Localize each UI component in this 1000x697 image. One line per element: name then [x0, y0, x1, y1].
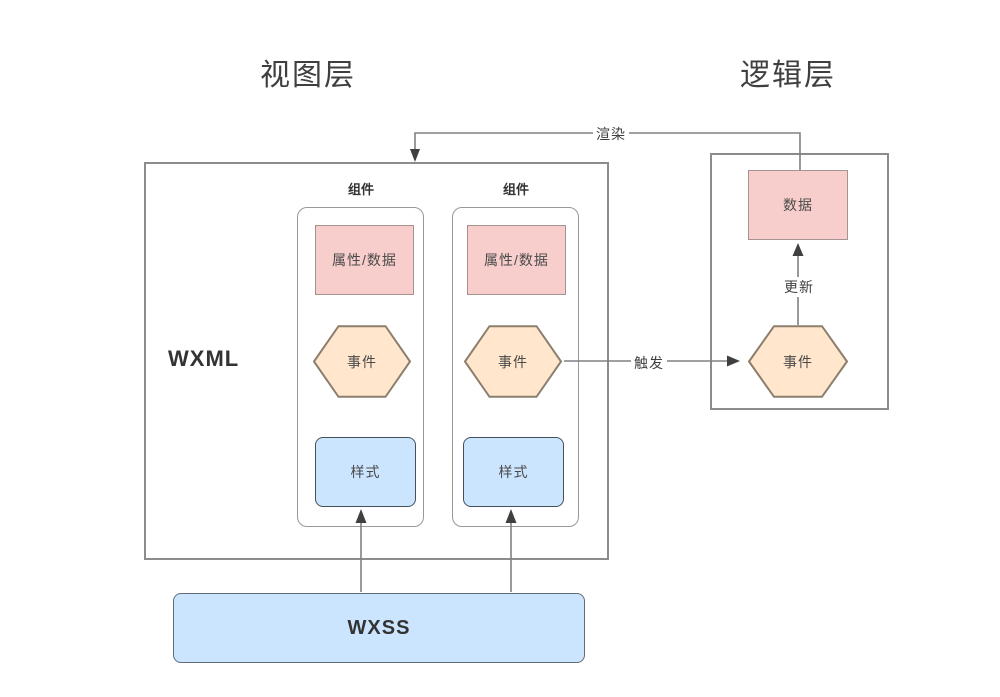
component-2-event-hexagon: 事件 [464, 325, 562, 398]
component-1-style-box: 样式 [315, 437, 416, 507]
attr-data-label: 属性/数据 [484, 252, 549, 268]
component-1-attr-data-box: 属性/数据 [315, 225, 414, 295]
wxss-label: WXSS [347, 616, 411, 639]
component-2-style-box: 样式 [463, 437, 564, 507]
event-label: 事件 [498, 353, 528, 370]
component-1-event-hexagon: 事件 [313, 325, 411, 398]
render-edge-label: 渲染 [593, 124, 629, 144]
hexagon-shape [464, 325, 562, 398]
render-arrowhead-icon [410, 149, 420, 162]
attr-data-label: 属性/数据 [332, 252, 397, 268]
hexagon-shape [748, 325, 848, 398]
component-1-header: 组件 [347, 182, 374, 197]
logic-event-hexagon: 事件 [748, 325, 848, 398]
update-edge-label: 更新 [781, 277, 817, 297]
trigger-edge-label: 触发 [631, 353, 667, 373]
wxss-box: WXSS [173, 593, 585, 663]
event-label: 事件 [783, 353, 813, 370]
view-layer-title: 视图层 [260, 59, 356, 92]
hexagon-shape [313, 325, 411, 398]
logic-data-box: 数据 [748, 170, 848, 240]
data-label: 数据 [783, 197, 813, 213]
style-label: 样式 [350, 464, 381, 480]
component-2-attr-data-box: 属性/数据 [467, 225, 566, 295]
component-2-header: 组件 [502, 182, 529, 197]
event-label: 事件 [347, 353, 377, 370]
wxml-label: WXML [168, 346, 240, 371]
style-label: 样式 [498, 464, 529, 480]
logic-layer-title: 逻辑层 [740, 59, 836, 92]
